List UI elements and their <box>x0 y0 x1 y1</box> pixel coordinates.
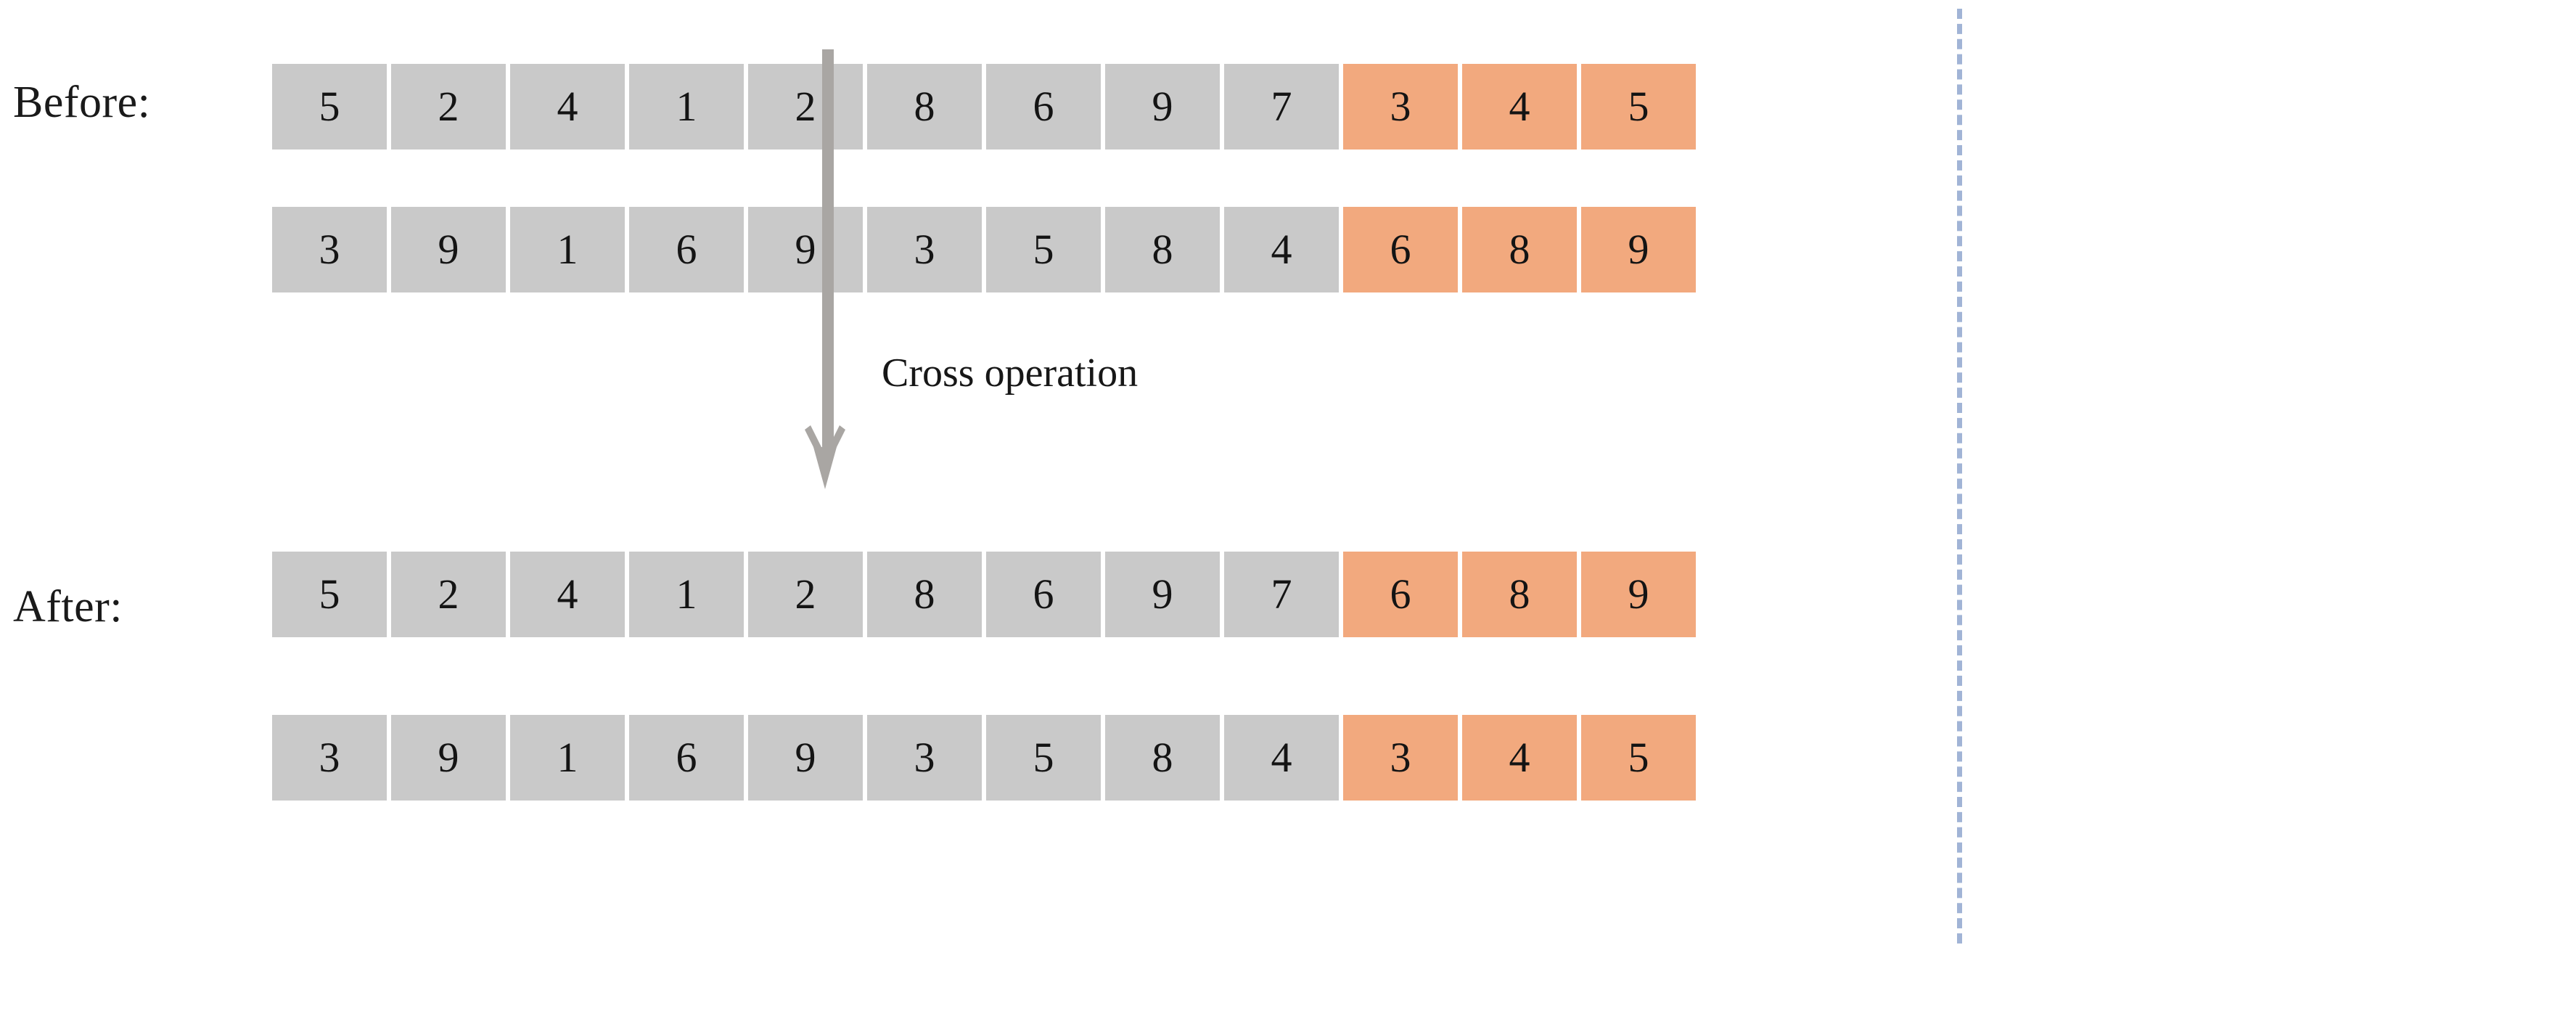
array-cell-gray-after-1-4: 2 <box>748 552 863 637</box>
array-cell-gray-after-2-2: 1 <box>510 715 625 801</box>
array-cell-gray-before-2-2: 1 <box>510 207 625 292</box>
array-cell-orange-after-2-0: 3 <box>1343 715 1458 801</box>
array-cell-gray-after-2-8: 4 <box>1224 715 1339 801</box>
array-cell-gray-before-1-5: 8 <box>867 64 982 150</box>
after-label: After: <box>13 582 123 631</box>
array-cell-gray-before-2-5: 3 <box>867 207 982 292</box>
array-cell-orange-before-2-2: 9 <box>1581 207 1696 292</box>
array-cell-gray-after-1-3: 1 <box>629 552 744 637</box>
array-cell-gray-after-1-2: 4 <box>510 552 625 637</box>
array-cell-gray-before-2-1: 9 <box>391 207 506 292</box>
array-cell-gray-after-2-0: 3 <box>272 715 387 801</box>
array-cell-orange-after-1-1: 8 <box>1462 552 1577 637</box>
dashed-split-line-icon <box>1957 9 1962 944</box>
array-cell-gray-before-1-6: 6 <box>986 64 1101 150</box>
array-cell-orange-before-2-0: 6 <box>1343 207 1458 292</box>
array-cell-orange-after-2-2: 5 <box>1581 715 1696 801</box>
array-cell-gray-before-1-1: 2 <box>391 64 506 150</box>
array-cell-gray-after-1-6: 6 <box>986 552 1101 637</box>
array-cell-orange-after-1-2: 9 <box>1581 552 1696 637</box>
array-cell-gray-before-1-4: 2 <box>748 64 863 150</box>
array-cell-orange-after-2-1: 4 <box>1462 715 1577 801</box>
array-cell-gray-before-2-8: 4 <box>1224 207 1339 292</box>
before-label: Before: <box>13 78 151 127</box>
array-cell-gray-before-1-7: 9 <box>1105 64 1220 150</box>
array-cell-orange-before-1-0: 3 <box>1343 64 1458 150</box>
array-cell-gray-after-2-6: 5 <box>986 715 1101 801</box>
arrow-head <box>805 425 845 489</box>
array-cell-gray-after-1-1: 2 <box>391 552 506 637</box>
array-cell-orange-after-1-0: 6 <box>1343 552 1458 637</box>
array-cell-gray-after-1-7: 9 <box>1105 552 1220 637</box>
array-cell-orange-before-2-1: 8 <box>1462 207 1577 292</box>
array-cell-orange-before-1-2: 5 <box>1581 64 1696 150</box>
array-cell-gray-after-2-7: 8 <box>1105 715 1220 801</box>
cross-operation-label: Cross operation <box>882 351 1139 396</box>
array-cell-gray-before-1-3: 1 <box>629 64 744 150</box>
array-cell-gray-after-2-3: 6 <box>629 715 744 801</box>
array-cell-gray-before-1-2: 4 <box>510 64 625 150</box>
array-cell-gray-before-2-0: 3 <box>272 207 387 292</box>
array-cell-gray-after-1-0: 5 <box>272 552 387 637</box>
array-cell-gray-after-2-5: 3 <box>867 715 982 801</box>
array-cell-gray-before-1-8: 7 <box>1224 64 1339 150</box>
array-cell-orange-before-1-1: 4 <box>1462 64 1577 150</box>
array-cell-gray-before-1-0: 5 <box>272 64 387 150</box>
array-cell-gray-before-2-3: 6 <box>629 207 744 292</box>
array-cell-gray-before-2-4: 9 <box>748 207 863 292</box>
array-cell-gray-after-2-4: 9 <box>748 715 863 801</box>
array-cell-gray-after-2-1: 9 <box>391 715 506 801</box>
array-cell-gray-after-1-5: 8 <box>867 552 982 637</box>
array-cell-gray-after-1-8: 7 <box>1224 552 1339 637</box>
array-cell-gray-before-2-6: 5 <box>986 207 1101 292</box>
array-cell-gray-before-2-7: 8 <box>1105 207 1220 292</box>
